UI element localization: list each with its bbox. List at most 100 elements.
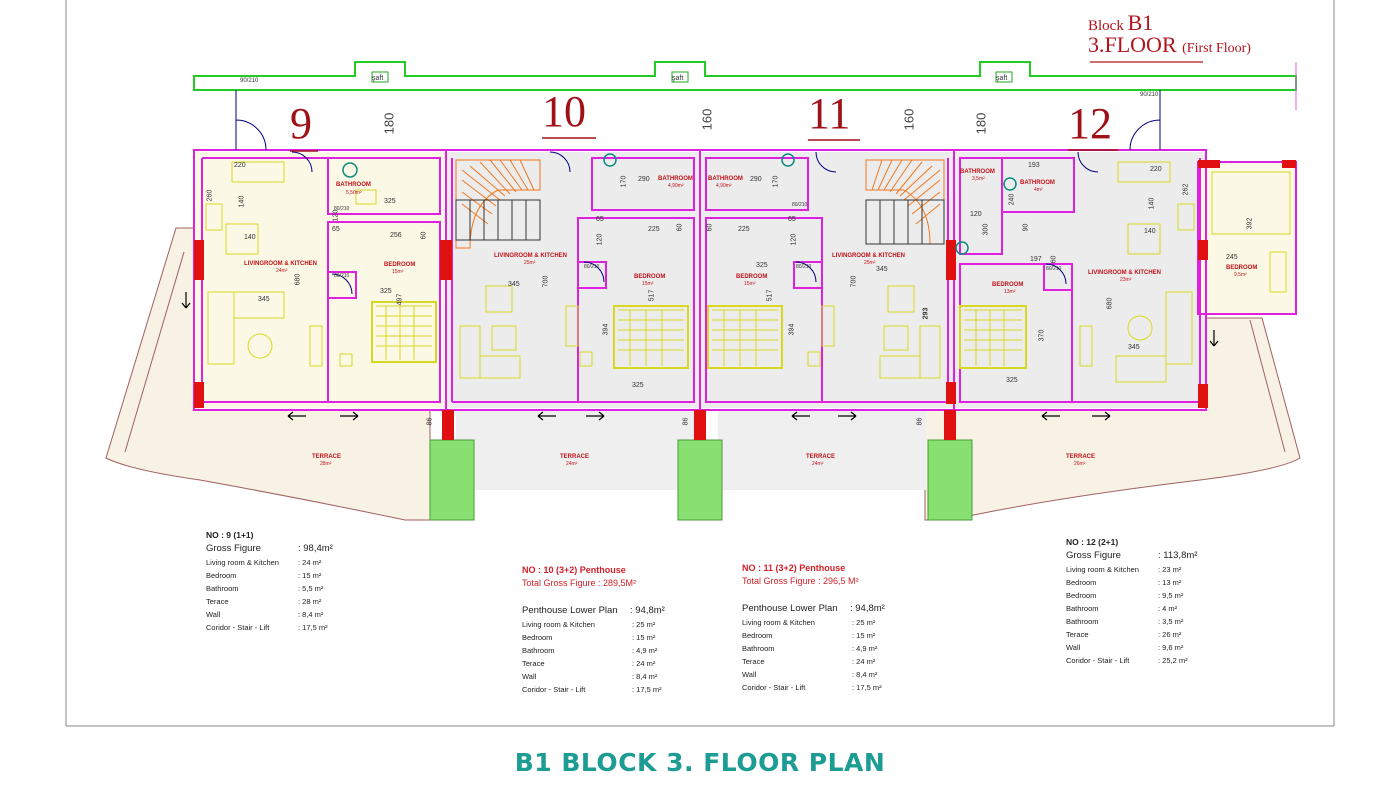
row-label: Coridor - Stair - Lift bbox=[522, 685, 586, 694]
unit-12-floor bbox=[954, 152, 1206, 408]
u12-bedroom-label: BEDROOM bbox=[992, 282, 1024, 288]
dim: 197 bbox=[1030, 256, 1042, 263]
shaft-label-1: şaft bbox=[372, 75, 384, 82]
floor-sub: (First Floor) bbox=[1182, 41, 1251, 56]
row-value: : 17,5 m² bbox=[298, 623, 328, 632]
dim: 392 bbox=[1246, 217, 1254, 230]
dim: 120 bbox=[790, 233, 798, 246]
dim: 140 bbox=[1148, 197, 1156, 210]
row-label: Wall bbox=[742, 670, 757, 679]
unit-11-total: Total Gross Figure : 296,5 M² bbox=[742, 576, 859, 586]
u11-living-label: LIVINGROOM & KITCHEN bbox=[832, 253, 905, 259]
u12-bathroom1-area: 3,5m² bbox=[972, 176, 985, 182]
u12-terrace-area: 26m² bbox=[1074, 461, 1086, 467]
dim: 325 bbox=[632, 382, 644, 389]
u12-bathroom2-label: BATHROOM bbox=[1020, 180, 1055, 186]
dim: 240 bbox=[1008, 193, 1016, 206]
unit-number-underlines bbox=[290, 137, 1118, 152]
row-label: Coridor - Stair - Lift bbox=[742, 683, 806, 692]
row-label: Bedroom bbox=[742, 631, 773, 640]
row-value: : 4 m² bbox=[1158, 604, 1178, 613]
unit-12-gross-label: Gross Figure bbox=[1066, 549, 1121, 561]
dim: 65 bbox=[332, 226, 340, 233]
dim-180-right: 180 bbox=[973, 112, 989, 135]
dim: 225 bbox=[648, 226, 660, 233]
unit-12-table: NO : 12 (2+1) Gross Figure: 113,8m² Livi… bbox=[1066, 537, 1266, 667]
dim: 90 bbox=[1022, 223, 1030, 232]
dim: 345 bbox=[508, 281, 520, 288]
u10-terrace-area: 24m² bbox=[566, 461, 578, 467]
unit-9-gross-value: : 98,4m² bbox=[298, 542, 333, 554]
row-label: Bathroom bbox=[742, 644, 775, 653]
u11-terrace-area: 24m² bbox=[812, 461, 824, 467]
dim: 140 bbox=[238, 195, 246, 208]
dim: 300 bbox=[982, 223, 990, 236]
planter-3 bbox=[927, 439, 973, 521]
north-balcony bbox=[193, 61, 1297, 91]
dim: 345 bbox=[258, 296, 270, 303]
row-label: Bathroom bbox=[206, 584, 239, 593]
row-value: : 24 m² bbox=[298, 558, 322, 567]
unit-12-title: NO : 12 (2+1) bbox=[1066, 537, 1119, 547]
unit-9-gross-label: Gross Figure bbox=[206, 542, 261, 554]
u10-bathroom-label: BATHROOM bbox=[658, 176, 693, 182]
door-label: 90/210 bbox=[240, 78, 259, 84]
row-value: : 28 m² bbox=[298, 597, 322, 606]
row-label: Wall bbox=[522, 672, 537, 681]
door-label: 80/210 bbox=[334, 273, 350, 279]
u10-bathroom-area: 4,90m² bbox=[668, 183, 684, 189]
row-label: Bedroom bbox=[522, 633, 553, 642]
u10-bedroom-label: BEDROOM bbox=[634, 274, 666, 280]
row-value: : 8,4 m² bbox=[298, 610, 324, 619]
row-label: Bathroom bbox=[1066, 617, 1099, 626]
unit-9-table: NO : 9 (1+1) Gross Figure: 98,4m² Living… bbox=[206, 530, 406, 634]
u12-living-area: 23m² bbox=[1120, 277, 1132, 283]
unit-number-9: 9 bbox=[290, 99, 312, 148]
shaft-label-2: şaft bbox=[672, 75, 684, 82]
u12-bedroom-area: 13m² bbox=[1004, 289, 1016, 295]
row-value: : 9,5 m² bbox=[1158, 591, 1184, 600]
u11-terrace-label: TERRACE bbox=[806, 454, 836, 460]
u12-bedroom2-area: 9,5m² bbox=[1234, 272, 1247, 278]
row-value: : 8,4 m² bbox=[632, 672, 658, 681]
dim: 370 bbox=[1038, 329, 1046, 342]
row-label: Coridor - Stair - Lift bbox=[1066, 656, 1130, 665]
u9-living-label: LIVINGROOM & KITCHEN bbox=[244, 261, 317, 267]
doors bbox=[235, 90, 1161, 295]
row-value: : 25 m² bbox=[852, 618, 876, 627]
title-block: Block B1 3.FLOOR (First Floor) bbox=[1088, 10, 1251, 58]
dim: 345 bbox=[876, 266, 888, 273]
row-label: Living room & Kitchen bbox=[742, 618, 815, 627]
u10-bedroom-area: 15m² bbox=[642, 281, 654, 287]
dim-180-left: 180 bbox=[381, 112, 397, 135]
row-value: : 13 m² bbox=[1158, 578, 1182, 587]
row-value: : 25,2 m² bbox=[1158, 656, 1188, 665]
row-label: Bedroom bbox=[1066, 578, 1097, 587]
row-value: : 24 m² bbox=[632, 659, 656, 668]
fixtures bbox=[342, 153, 1017, 255]
row-value: : 4,9 m² bbox=[632, 646, 658, 655]
row-value: : 15 m² bbox=[852, 631, 876, 640]
u9-living-area: 24m² bbox=[276, 268, 288, 274]
stair-unit-10 bbox=[455, 159, 541, 249]
dim: 86 bbox=[426, 417, 434, 426]
dim: 120 bbox=[970, 211, 982, 218]
dim: 325 bbox=[1006, 377, 1018, 384]
dim: 120 bbox=[596, 233, 604, 246]
dim: 325 bbox=[384, 198, 396, 205]
planter-1 bbox=[429, 439, 475, 521]
row-label: Coridor - Stair - Lift bbox=[206, 623, 270, 632]
dim: 220 bbox=[234, 162, 246, 169]
dim: 262 bbox=[1182, 183, 1190, 196]
row-label: Bathroom bbox=[1066, 604, 1099, 613]
dim: 394 bbox=[602, 323, 610, 336]
door-label: 80/210 bbox=[584, 264, 600, 270]
row-label: Terace bbox=[1066, 630, 1089, 639]
dim: 345 bbox=[1128, 344, 1140, 351]
dim: 65 bbox=[596, 216, 604, 223]
dim: 86 bbox=[916, 417, 924, 426]
u12-bedroom2-label: BEDROOM bbox=[1226, 265, 1258, 271]
row-value: : 24 m² bbox=[852, 657, 876, 666]
row-label: Wall bbox=[206, 610, 221, 619]
dim-160-right: 160 bbox=[901, 108, 917, 131]
